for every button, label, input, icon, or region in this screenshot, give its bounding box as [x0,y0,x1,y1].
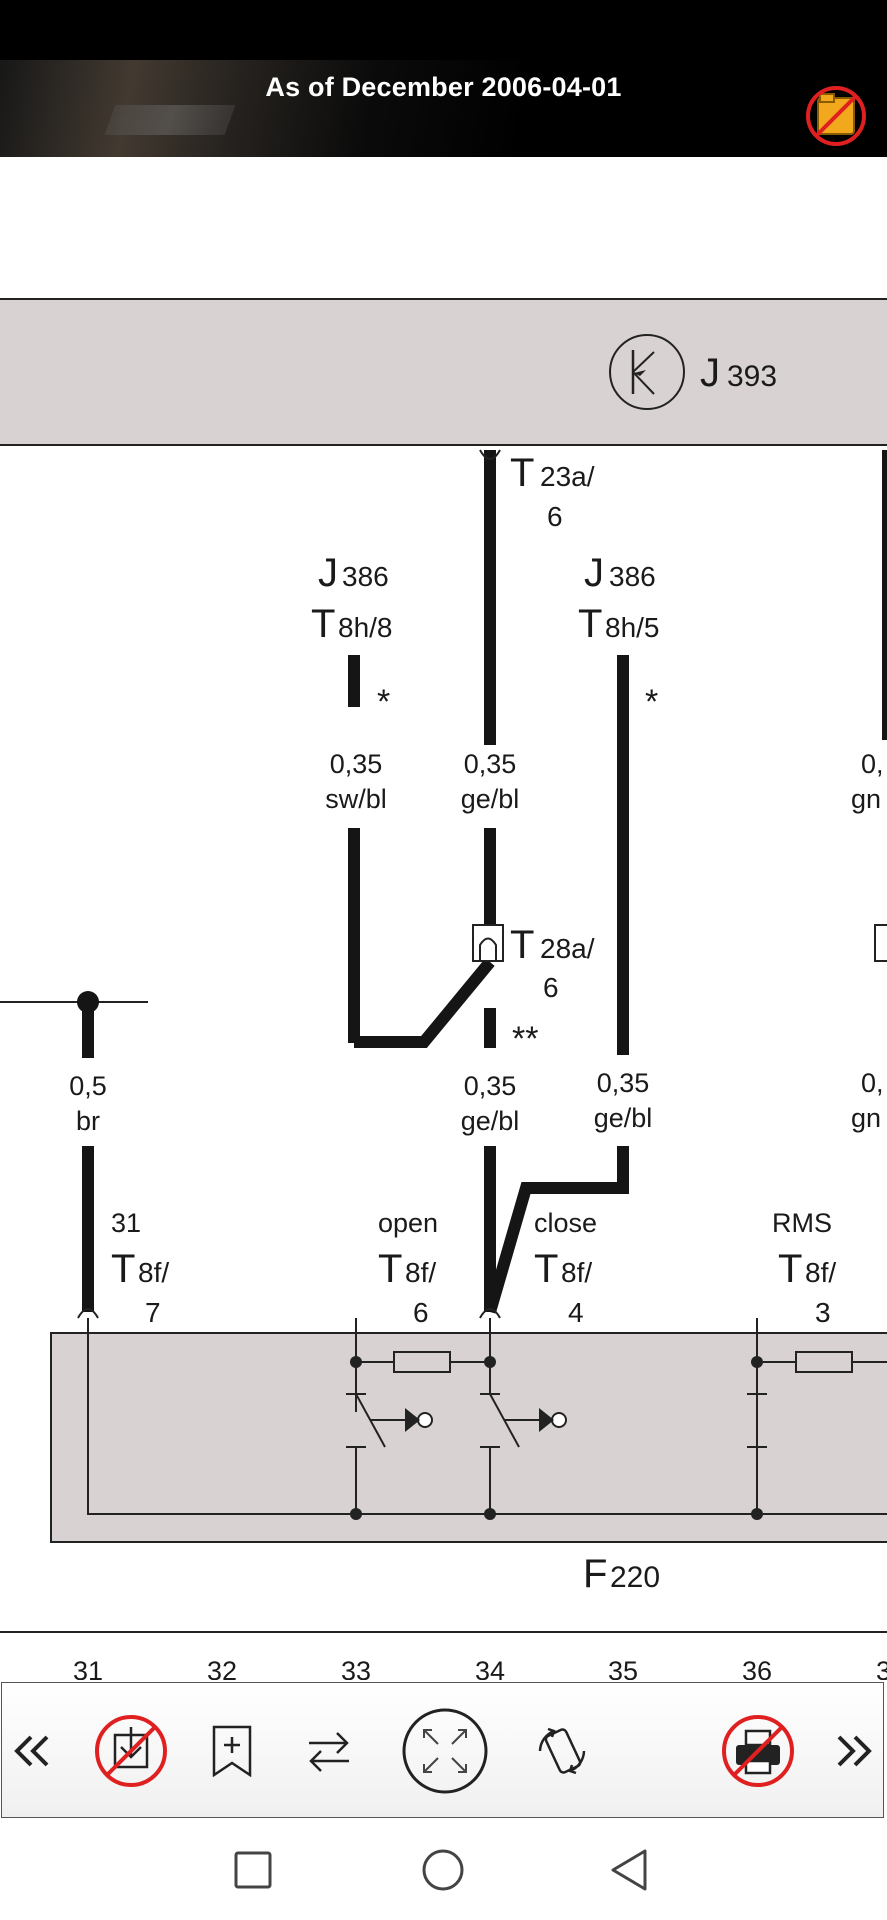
j386-left-number: 386 [342,561,389,592]
wire3-color: gn [851,784,881,814]
header-banner-detail [104,105,236,135]
folder-disabled-icon[interactable] [804,84,868,148]
square-recents-icon[interactable] [223,1840,283,1900]
wire1-size: 0,35 [330,749,383,779]
close-label: close [534,1208,597,1238]
wire7-color: gn [851,1103,881,1133]
switch-circuit [87,1318,887,1515]
star-double: ** [512,1020,538,1058]
pin31-conn: T [111,1247,135,1291]
control-unit-panel [0,298,887,446]
t28a-label: T [510,923,534,967]
circle-home-icon[interactable] [413,1840,473,1900]
wires [82,450,887,1312]
rms-sub: 8f/ [805,1257,836,1288]
page-title: As of December 2006-04-01 [265,72,622,102]
t8h-left-label: T [311,602,335,646]
system-nav-bar [0,1820,887,1920]
t8h-left-sub: 8h/8 [338,612,393,643]
wire5-size: 0,35 [464,1071,517,1101]
triangle-back-icon[interactable] [601,1840,661,1900]
t23a-sub: 23a/ [540,461,595,492]
ruler-36: 36 [742,1656,772,1680]
t28a-sub: 28a/ [540,933,595,964]
close-sub: 8f/ [561,1257,592,1288]
wire2-color: ge/bl [461,784,520,814]
bottom-toolbar [1,1682,884,1818]
transistor-symbol-icon [609,334,685,410]
rms-conn: T [778,1247,802,1291]
f220-number: 220 [610,1561,660,1594]
f220-label: F [583,1552,607,1596]
star-right: * [645,683,658,721]
app-header: As of December 2006-04-01 [0,0,887,157]
t8h-right-label: T [578,602,602,646]
wire7-size: 0, [861,1068,884,1098]
wire6-size: 0,35 [597,1068,650,1098]
print-disabled-icon[interactable] [717,1683,799,1819]
ruler-34: 34 [475,1656,505,1680]
ruler-35: 35 [608,1656,638,1680]
pin31-label: 31 [111,1208,141,1238]
open-conn: T [378,1247,402,1291]
j393-number: 393 [727,360,777,393]
double-chevron-right-icon[interactable] [828,1683,878,1819]
header-banner-image [0,60,520,157]
fullscreen-icon[interactable] [402,1683,488,1819]
t23a-pin: 6 [547,501,563,532]
wire2-size: 0,35 [464,749,517,779]
wire4-color: br [76,1106,100,1136]
ruler-33: 33 [341,1656,371,1680]
star-left: * [377,683,390,721]
wire6-color: ge/bl [594,1103,653,1133]
ruler-31: 31 [73,1656,103,1680]
double-chevron-left-icon[interactable] [8,1683,58,1819]
bookmark-add-icon[interactable] [202,1683,262,1819]
wire1-color: sw/bl [325,784,387,814]
download-disabled-icon[interactable] [90,1683,172,1819]
j386-right-number: 386 [609,561,656,592]
wire4-size: 0,5 [69,1071,107,1101]
j393-label: J [700,351,720,395]
open-label: open [378,1208,438,1238]
rms-num: 3 [815,1297,831,1328]
wire5-color: ge/bl [461,1106,520,1136]
ruler-37: 3 [876,1656,887,1680]
close-conn: T [534,1247,558,1291]
wiring-diagram[interactable]: J 393 T 23a/ 6 J 386 T 8h/8 * J 386 T 8h… [0,160,887,1686]
ruler-32: 32 [207,1656,237,1680]
open-sub: 8f/ [405,1257,436,1288]
rotate-screen-icon[interactable] [530,1683,594,1819]
j386-right-label: J [584,551,604,595]
close-num: 4 [568,1297,584,1328]
pin31-num: 7 [145,1297,161,1328]
t28a-pin: 6 [543,972,559,1003]
open-num: 6 [413,1297,429,1328]
t8h-right-sub: 8h/5 [605,612,660,643]
pin31-sub: 8f/ [138,1257,169,1288]
wire3-size: 0, [861,749,884,779]
swap-arrows-icon[interactable] [297,1683,361,1819]
rms-label: RMS [772,1208,832,1238]
j386-left-label: J [318,551,338,595]
t28a-connector [472,924,504,962]
switch-panel-f220 [50,1332,887,1543]
t23a-label: T [510,451,534,495]
